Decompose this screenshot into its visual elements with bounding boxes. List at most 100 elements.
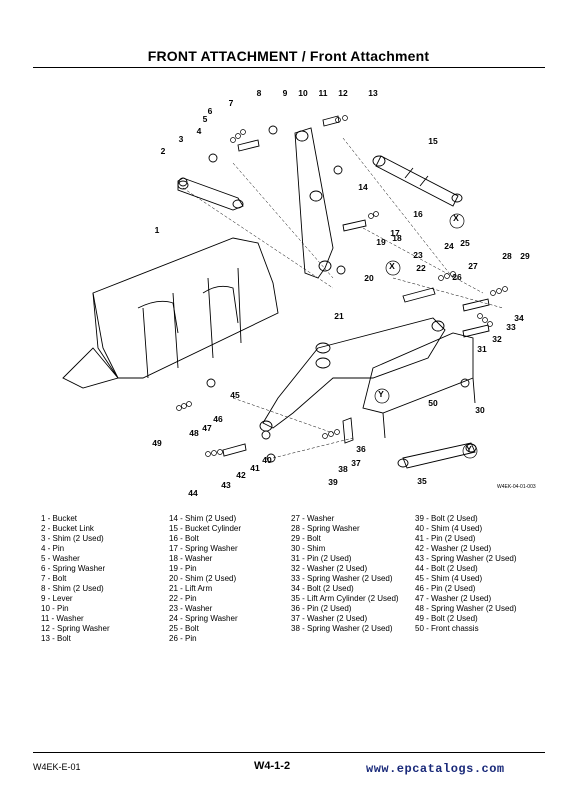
legend-item: 49 - Bolt (2 Used) <box>415 614 478 623</box>
callout-14: 14 <box>358 182 368 192</box>
legend-item: 31 - Pin (2 Used) <box>291 554 352 563</box>
legend-item: 29 - Bolt <box>291 534 321 543</box>
bucket-shape <box>92 237 279 379</box>
callout-49: 49 <box>152 438 162 448</box>
legend-item: 23 - Washer <box>169 604 213 613</box>
callout-7: 7 <box>229 98 234 108</box>
callout-19: 19 <box>376 237 386 247</box>
legend-item: 33 - Spring Washer (2 Used) <box>291 574 393 583</box>
callout-X: X <box>389 261 395 271</box>
legend-item: 36 - Pin (2 Used) <box>291 604 352 613</box>
legend-column-4: 39 - Bolt (2 Used)40 - Shim (4 Used)41 -… <box>415 514 517 634</box>
legend-item: 24 - Spring Washer <box>169 614 238 623</box>
callout-21: 21 <box>334 311 344 321</box>
callout-42: 42 <box>236 470 246 480</box>
legend-item: 1 - Bucket <box>41 514 78 523</box>
legend-item: 22 - Pin <box>169 594 197 603</box>
callout-46: 46 <box>213 414 223 424</box>
legend-item: 30 - Shim <box>291 544 326 553</box>
legend-item: 10 - Pin <box>41 604 69 613</box>
callout-24: 24 <box>444 241 454 251</box>
callout-32: 32 <box>492 334 502 344</box>
figure-code: W4EK-04-01-003 <box>497 484 536 490</box>
callout-45: 45 <box>230 390 240 400</box>
legend-item: 28 - Spring Washer <box>291 524 360 533</box>
legend-item: 13 - Bolt <box>41 634 71 643</box>
lift-arm-cylinder-shape <box>402 442 476 469</box>
callout-2: 2 <box>161 146 166 156</box>
callout-38: 38 <box>338 464 348 474</box>
legend-item: 32 - Washer (2 Used) <box>291 564 368 573</box>
legend-item: 12 - Spring Washer <box>41 624 110 633</box>
callout-36: 36 <box>356 444 366 454</box>
legend-item: 19 - Pin <box>169 564 197 573</box>
callout-X: X <box>453 213 459 223</box>
callout-12: 12 <box>338 88 348 98</box>
legend-item: 21 - Lift Arm <box>169 584 213 593</box>
callout-16: 16 <box>413 209 423 219</box>
legend-item: 18 - Washer <box>169 554 213 563</box>
callout-10: 10 <box>298 88 308 98</box>
legend-item: 4 - Pin <box>41 544 65 553</box>
callout-5: 5 <box>203 114 208 124</box>
callout-47: 47 <box>202 423 212 433</box>
legend-item: 35 - Lift Arm Cylinder (2 Used) <box>291 594 399 603</box>
legend-item: 40 - Shim (4 Used) <box>415 524 483 533</box>
callout-40: 40 <box>262 455 272 465</box>
legend-item: 15 - Bucket Cylinder <box>169 524 242 533</box>
callout-Y: Y <box>466 444 472 454</box>
legend-item: 34 - Bolt (2 Used) <box>291 584 354 593</box>
callout-41: 41 <box>250 463 260 473</box>
callout-28: 28 <box>502 251 512 261</box>
catalog-url[interactable]: www.epcatalogs.com <box>366 762 505 776</box>
legend-item: 37 - Washer (2 Used) <box>291 614 368 623</box>
callout-11: 11 <box>319 88 328 98</box>
legend-item: 38 - Spring Washer (2 Used) <box>291 624 393 633</box>
legend-item: 25 - Bolt <box>169 624 199 633</box>
callout-25: 25 <box>460 238 470 248</box>
front-chassis-shape <box>362 332 474 414</box>
legend-item: 46 - Pin (2 Used) <box>415 584 476 593</box>
callout-37: 37 <box>351 458 361 468</box>
callout-29: 29 <box>520 251 530 261</box>
callout-1: 1 <box>155 225 160 235</box>
legend-item: 2 - Bucket Link <box>41 524 94 533</box>
legend-item: 3 - Shim (2 Used) <box>41 534 104 543</box>
callout-13: 13 <box>368 88 378 98</box>
callout-3: 3 <box>179 134 184 144</box>
legend-item: 27 - Washer <box>291 514 335 523</box>
callout-4: 4 <box>197 126 202 136</box>
callout-35: 35 <box>417 476 427 486</box>
lift-arm-shape <box>262 317 446 429</box>
bucket-link-shape <box>177 177 244 211</box>
legend-item: 45 - Shim (4 Used) <box>415 574 483 583</box>
callout-50: 50 <box>428 398 438 408</box>
document-code: W4EK-E-01 <box>33 762 81 772</box>
bucket-cylinder-shape <box>375 155 459 207</box>
legend-item: 11 - Washer <box>41 614 84 623</box>
callout-33: 33 <box>506 322 516 332</box>
legend-item: 43 - Spring Washer (2 Used) <box>415 554 517 563</box>
callout-31: 31 <box>477 344 487 354</box>
legend-item: 20 - Shim (2 Used) <box>169 574 237 583</box>
header-rule <box>33 67 545 68</box>
legend-item: 14 - Shim (2 Used) <box>169 514 237 523</box>
legend-item: 8 - Shim (2 Used) <box>41 584 104 593</box>
callout-17: 17 <box>390 228 400 238</box>
legend-item: 16 - Bolt <box>169 534 199 543</box>
legend-item: 42 - Washer (2 Used) <box>415 544 492 553</box>
legend-item: 5 - Washer <box>41 554 80 563</box>
callout-39: 39 <box>328 477 338 487</box>
legend-item: 9 - Lever <box>41 594 73 603</box>
callout-6: 6 <box>208 106 213 116</box>
legend-item: 26 - Pin <box>169 634 197 643</box>
callout-23: 23 <box>413 250 423 260</box>
callout-Y: Y <box>378 389 384 399</box>
callout-27: 27 <box>468 261 478 271</box>
page-title: FRONT ATTACHMENT / Front Attachment <box>147 48 430 64</box>
callout-43: 43 <box>221 480 231 490</box>
